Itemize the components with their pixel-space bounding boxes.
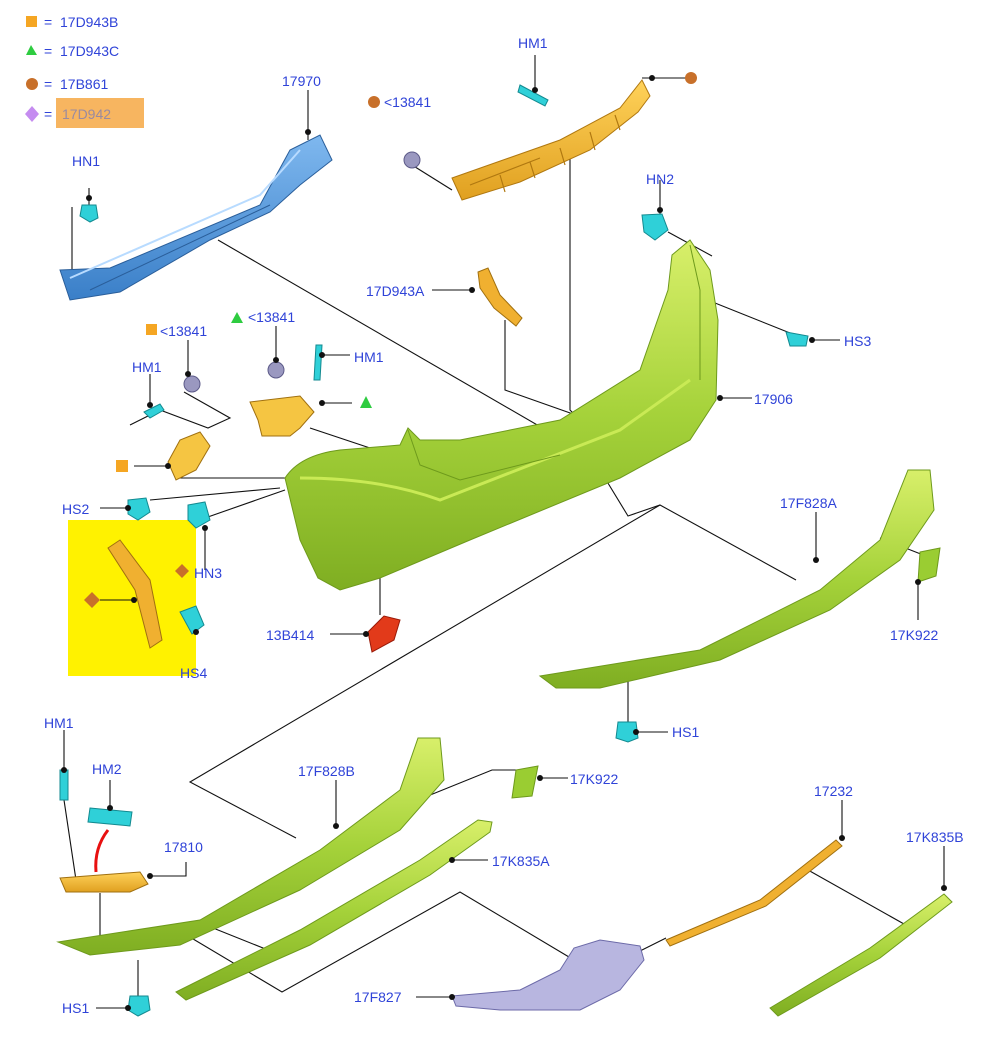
label-17232: 17232 — [814, 783, 853, 799]
legend-code-17b861: 17B861 — [60, 76, 108, 92]
red-arrow-icon — [94, 829, 110, 873]
label-17f828b: 17F828B — [298, 763, 355, 779]
label-17970: 17970 — [282, 73, 321, 89]
label-17k835a: 17K835A — [492, 853, 550, 869]
legend-code-17d943c: 17D943C — [60, 43, 119, 59]
clip-hn2 — [641, 213, 669, 241]
square-icon — [146, 324, 157, 335]
label-hm1-left: HM1 — [132, 359, 162, 375]
label-nut-square: <13841 — [160, 323, 207, 339]
bumper-cover — [284, 239, 719, 591]
clips — [59, 84, 809, 1017]
legend-highlight — [56, 98, 144, 128]
strip-17k835a — [175, 819, 493, 1001]
label-hn1: HN1 — [72, 153, 100, 169]
label-hm1-bottom: HM1 — [44, 715, 74, 731]
label-hs1-bottom: HS1 — [62, 1000, 89, 1016]
nut-top — [403, 151, 421, 169]
legend-eq: = — [44, 76, 52, 92]
bracket-square — [167, 431, 211, 481]
legend-triangle-icon — [26, 45, 37, 55]
clip-hm1-mid — [313, 344, 323, 381]
nuts — [183, 151, 421, 393]
triangle-icon — [231, 312, 243, 323]
label-hm2: HM2 — [92, 761, 122, 777]
energy-absorber — [451, 79, 651, 201]
label-17906: 17906 — [754, 391, 793, 407]
label-17k922-mid: 17K922 — [570, 771, 618, 787]
label-hn2: HN2 — [646, 171, 674, 187]
circle-icon — [685, 72, 697, 84]
label-17f827: 17F827 — [354, 989, 402, 1005]
legend-diamond-icon — [25, 106, 39, 122]
label-13b414: 13B414 — [266, 627, 314, 643]
bracket-17d943a — [477, 267, 523, 327]
bracket-17810 — [59, 871, 149, 893]
legend-eq: = — [44, 106, 52, 122]
legend-square-icon — [26, 16, 37, 27]
clip-hm1-left — [143, 403, 165, 419]
label-hm1-mid: HM1 — [354, 349, 384, 365]
label-hs2: HS2 — [62, 501, 89, 517]
legend-circle-icon — [26, 78, 38, 90]
square-icon — [116, 460, 128, 472]
label-hn3: HN3 — [194, 565, 222, 581]
clip-hm1-bottom — [59, 769, 69, 801]
strip-17232 — [665, 839, 843, 947]
lower-panel-17f828b — [56, 737, 539, 956]
clip-hs1-right — [615, 721, 639, 743]
label-nut-top: <13841 — [384, 94, 431, 110]
label-17k922-right: 17K922 — [890, 627, 938, 643]
bracket-triangle — [249, 395, 315, 437]
leader-dots — [61, 75, 947, 1011]
label-17k835b: 17K835B — [906, 829, 964, 845]
clip-hn3 — [187, 501, 211, 529]
clip-hs2 — [127, 497, 151, 521]
diamond-icon — [84, 592, 100, 608]
label-17810: 17810 — [164, 839, 203, 855]
clip-hs4 — [179, 605, 205, 635]
legend: = 17D943B = 17D943C = 17B861 = 17D942 — [25, 14, 144, 128]
legend-code-17d943b: 17D943B — [60, 14, 118, 30]
label-hs3: HS3 — [844, 333, 871, 349]
diamond-icon — [175, 564, 189, 578]
clip-hs3 — [785, 331, 809, 347]
label-hm1-top: HM1 — [518, 35, 548, 51]
strip-17k835b — [769, 893, 953, 1017]
clip-hn1 — [79, 204, 99, 223]
label-17d943a: 17D943A — [366, 283, 425, 299]
legend-eq: = — [44, 43, 52, 59]
triangle-icon — [360, 396, 372, 408]
nut-square — [183, 375, 201, 393]
nut-triangle — [267, 361, 285, 379]
part-labels: 17970 HM1 HN1 <13841 HN2 17D943A HS3 <13… — [44, 35, 964, 1016]
label-17f828a: 17F828A — [780, 495, 837, 511]
label-nut-triangle: <13841 — [248, 309, 295, 325]
reinforcement-beam — [59, 134, 333, 301]
legend-eq: = — [44, 14, 52, 30]
clip-hm2 — [87, 807, 133, 827]
clip-hm1-top — [517, 84, 549, 107]
reflector-13b414 — [367, 615, 401, 653]
lower-panel-17f828a — [538, 469, 941, 689]
circle-icon — [368, 96, 380, 108]
legend-code-17d942: 17D942 — [62, 106, 111, 122]
heatshield-17f827 — [451, 939, 645, 1011]
label-hs4: HS4 — [180, 665, 207, 681]
label-hs1-right: HS1 — [672, 724, 699, 740]
clip-hs1-bottom — [127, 995, 151, 1017]
